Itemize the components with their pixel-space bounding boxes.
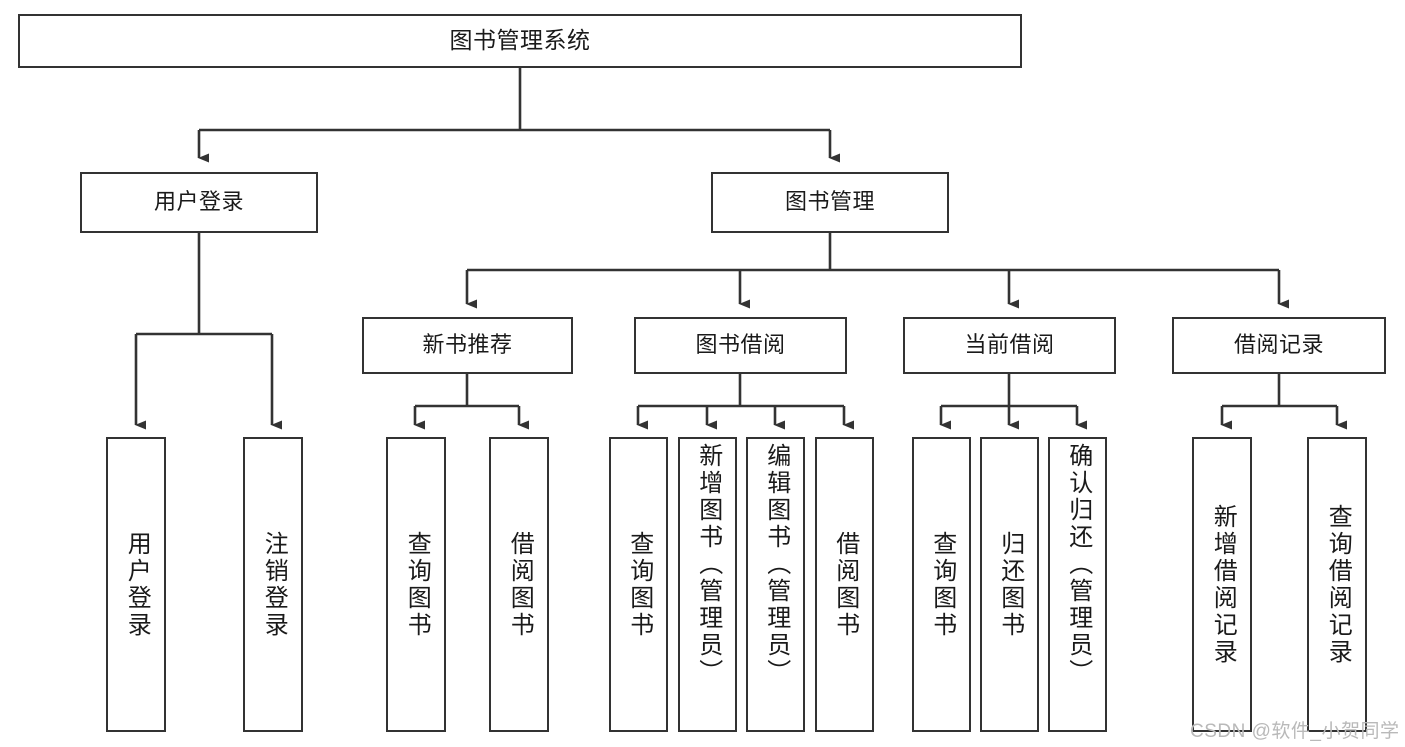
leaf-borrow-book[interactable]: 借阅图书	[815, 437, 874, 732]
node-label: 图书管理	[784, 189, 875, 215]
node-user-login[interactable]: 用户登录	[80, 172, 318, 233]
node-label: 借阅记录	[1233, 332, 1324, 358]
leaf-edit-book-admin[interactable]: 编辑图书（管理员）	[746, 437, 805, 732]
leaf-query-book-borrow[interactable]: 查询图书	[609, 437, 668, 732]
node-label: 注销登录	[260, 530, 288, 639]
node-label: 用户登录	[153, 189, 244, 215]
node-label: 图书借阅	[695, 332, 786, 358]
node-new-book-recommend[interactable]: 新书推荐	[362, 317, 573, 374]
node-label: 编辑图书（管理员）	[762, 443, 790, 686]
node-current-borrow[interactable]: 当前借阅	[903, 317, 1116, 374]
node-label: 借阅图书	[506, 530, 534, 639]
node-label: 确认归还（管理员）	[1064, 443, 1092, 686]
leaf-add-book-admin[interactable]: 新增图书（管理员）	[678, 437, 737, 732]
node-book-borrow[interactable]: 图书借阅	[634, 317, 847, 374]
leaf-add-borrow-record[interactable]: 新增借阅记录	[1192, 437, 1252, 732]
node-label: 新增图书（管理员）	[694, 443, 722, 686]
node-label: 归还图书	[996, 530, 1024, 639]
node-label: 用户登录	[123, 530, 151, 639]
node-label: 当前借阅	[964, 332, 1055, 358]
node-label: 新书推荐	[422, 332, 513, 358]
leaf-borrow-book-recommend[interactable]: 借阅图书	[489, 437, 549, 732]
node-label: 图书管理系统	[449, 27, 591, 54]
node-label: 新增借阅记录	[1209, 503, 1237, 666]
node-borrow-record[interactable]: 借阅记录	[1172, 317, 1386, 374]
node-label: 查询图书	[928, 530, 956, 639]
node-label: 查询图书	[625, 530, 653, 639]
leaf-query-book-recommend[interactable]: 查询图书	[386, 437, 446, 732]
node-root-book-management-system[interactable]: 图书管理系统	[18, 14, 1022, 68]
node-book-management[interactable]: 图书管理	[711, 172, 949, 233]
node-label: 查询借阅记录	[1324, 503, 1352, 666]
leaf-confirm-return-admin[interactable]: 确认归还（管理员）	[1048, 437, 1107, 732]
node-label: 借阅图书	[831, 530, 859, 639]
csdn-watermark: CSDN @软件_小贺同学	[1190, 721, 1400, 742]
leaf-return-book[interactable]: 归还图书	[980, 437, 1039, 732]
leaf-query-book-current[interactable]: 查询图书	[912, 437, 971, 732]
leaf-user-login[interactable]: 用户登录	[106, 437, 166, 732]
leaf-query-borrow-record[interactable]: 查询借阅记录	[1307, 437, 1367, 732]
leaf-logout[interactable]: 注销登录	[243, 437, 303, 732]
node-label: 查询图书	[403, 530, 431, 639]
